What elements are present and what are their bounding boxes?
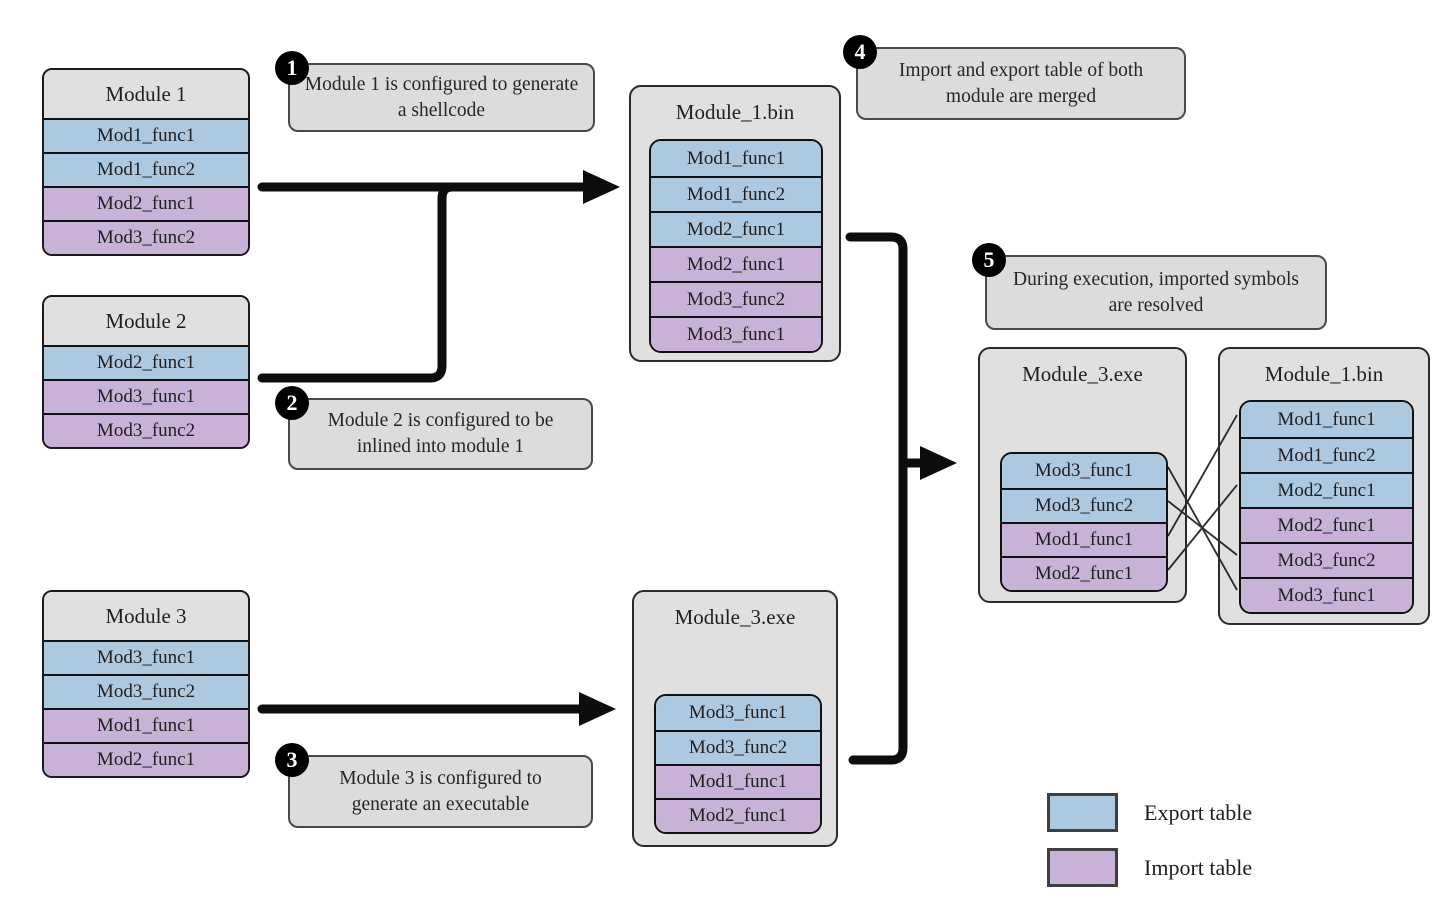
table-row: Mod3_func1 [44, 379, 248, 413]
table-row: Mod3_func1 [44, 640, 248, 674]
module-3-title: Module 3 [44, 592, 248, 640]
module-1-bin-right-title: Module_1.bin [1264, 362, 1384, 386]
export-table-label: Export table [1144, 799, 1253, 825]
table-row: Mod3_func2 [44, 413, 248, 447]
table-row: Mod2_func1 [44, 345, 248, 379]
table-row: Mod3_func2 [656, 730, 820, 764]
table-row: Mod1_func1 [1241, 402, 1412, 437]
table-row: Mod1_func1 [656, 764, 820, 798]
arrowhead-to-exe [579, 692, 616, 726]
table-row: Mod1_func1 [1002, 522, 1166, 556]
arrow-module2-merge-branch [257, 182, 457, 383]
table-row: Mod2_func1 [44, 186, 248, 220]
table-row: Mod2_func1 [651, 211, 821, 246]
table-row: Mod3_func1 [1241, 577, 1412, 612]
table-row: Mod3_func1 [656, 696, 820, 730]
table-row: Mod3_func2 [1002, 488, 1166, 522]
callout-step-2-text: Module 2 is configured to be inlined int… [327, 410, 554, 457]
table-row: Mod1_func1 [44, 708, 248, 742]
callout-step-3-text: Module 3 is configured to generate an ex… [339, 767, 542, 815]
arrow-merge-bracket [845, 232, 908, 765]
export-table-swatch [1047, 793, 1118, 832]
callout-step-1-text: Module 1 is configured to generate a she… [304, 73, 579, 121]
step-2-badge: 2 [275, 386, 309, 420]
table-row: Mod3_func2 [44, 674, 248, 708]
callout-step-3: 3 Module 3 is configured to generate an … [275, 743, 593, 828]
table-row: Mod3_func2 [651, 281, 821, 316]
table-row: Mod1_func1 [44, 118, 248, 152]
table-row: Mod2_func1 [651, 246, 821, 281]
step-3-badge: 3 [275, 743, 309, 777]
module-1-title: Module 1 [44, 70, 248, 118]
module-3-exe-title: Module_3.exe [674, 605, 796, 629]
table-row: Mod2_func1 [1002, 556, 1166, 590]
step-4-badge: 4 [843, 35, 877, 69]
table-row: Mod1_func1 [651, 141, 821, 176]
table-row: Mod3_func2 [44, 220, 248, 254]
callout-step-5: 5 During execution, imported symbols are… [972, 243, 1327, 330]
arrowhead-merge [920, 446, 957, 480]
callout-step-4-text: Import and export table of both module a… [898, 59, 1144, 107]
table-row: Mod3_func1 [651, 316, 821, 351]
table-row: Mod1_func2 [44, 152, 248, 186]
callout-step-1: 1 Module 1 is configured to generate a s… [275, 51, 595, 132]
legend-import: Import table [1047, 848, 1252, 887]
table-row: Mod1_func2 [1241, 437, 1412, 472]
table-row: Mod2_func1 [44, 742, 248, 776]
arrowhead-to-bin [583, 170, 620, 204]
module-3-exe-right-title: Module_3.exe [1022, 362, 1143, 386]
table-row: Mod1_func2 [651, 176, 821, 211]
table-row: Mod3_func1 [1002, 454, 1166, 488]
module-1-bin-title: Module_1.bin [675, 100, 795, 124]
step-5-badge: 5 [972, 243, 1006, 277]
table-row: Mod2_func1 [1241, 472, 1412, 507]
table-row: Mod2_func1 [656, 798, 820, 832]
import-table-label: Import table [1144, 854, 1253, 880]
table-row: Mod2_func1 [1241, 507, 1412, 542]
module-2-title: Module 2 [44, 297, 248, 345]
table-row: Mod3_func2 [1241, 542, 1412, 577]
step-1-badge: 1 [275, 51, 309, 85]
callout-step-4: 4 Import and export table of both module… [843, 35, 1186, 120]
legend-export: Export table [1047, 793, 1252, 832]
callout-step-2: 2 Module 2 is configured to be inlined i… [275, 386, 593, 470]
callout-step-5-text: During execution, imported symbols are r… [1013, 268, 1299, 316]
import-table-swatch [1047, 848, 1118, 887]
